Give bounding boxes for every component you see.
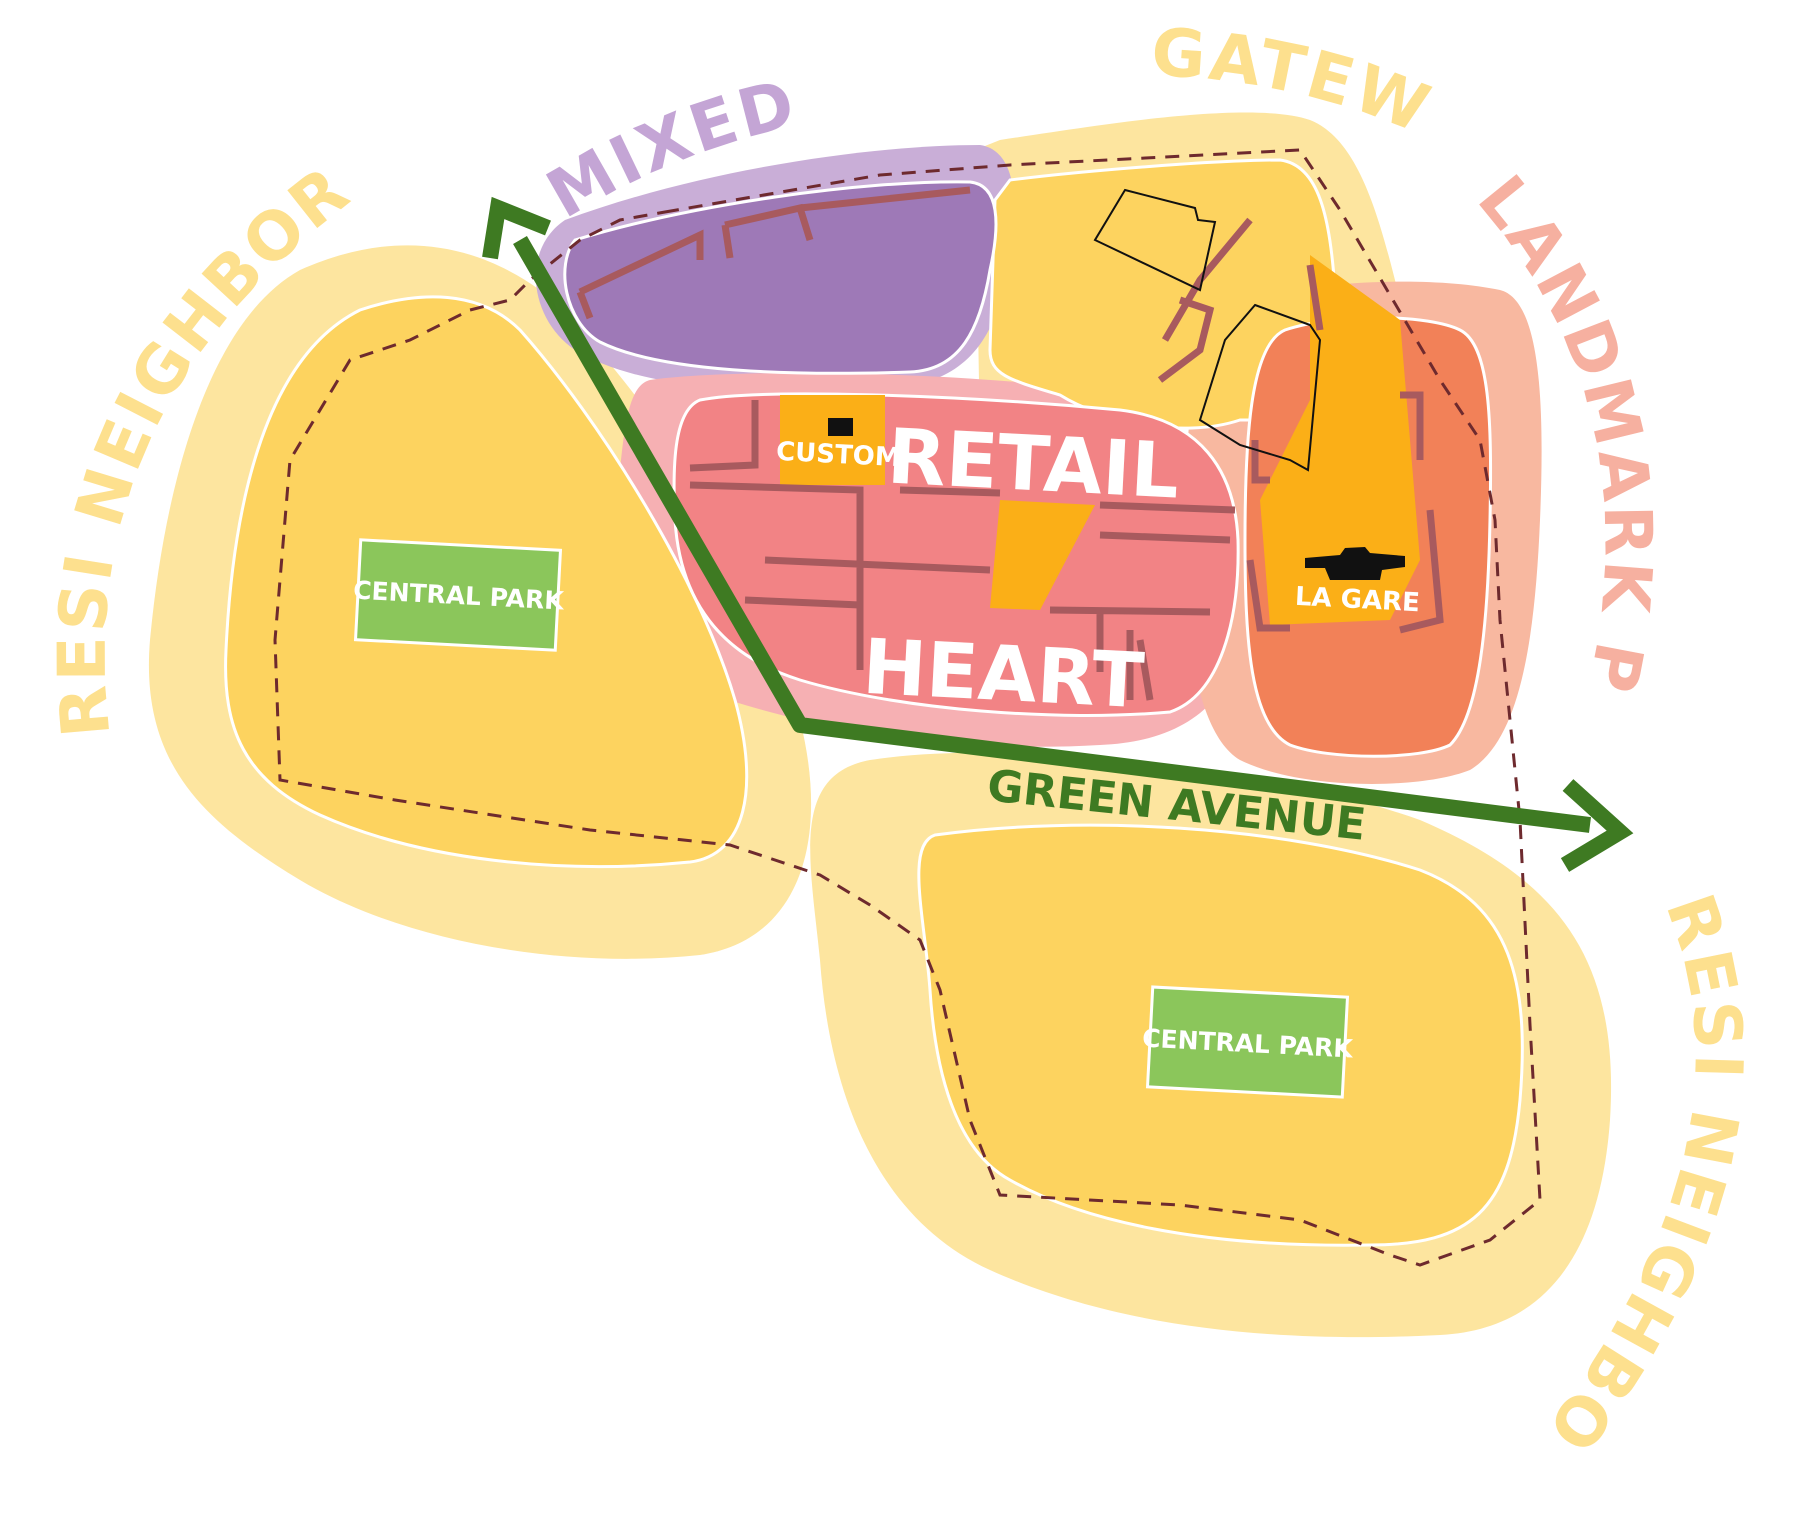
arrowhead-north-icon [482, 196, 551, 260]
parks: CENTRAL PARK CENTRAL PARK [353, 538, 1355, 1099]
heart-label: HEART [861, 622, 1147, 726]
la-gare-label: LA GARE [1294, 582, 1420, 619]
central-park-left: CENTRAL PARK [353, 538, 566, 652]
green-avenue-arrow [482, 196, 1634, 872]
mixed-use-core [563, 180, 998, 375]
plan-boundary [273, 148, 1542, 1267]
heart-plaza [990, 500, 1095, 610]
central-park-right: CENTRAL PARK [1142, 985, 1355, 1099]
building-outline-2 [1198, 303, 1322, 472]
green-avenue-line [513, 236, 1592, 833]
building-outline-1 [1093, 188, 1217, 292]
building-outlines [1093, 188, 1322, 472]
custom-plaza [780, 395, 885, 485]
arrowhead-east-icon [1560, 779, 1634, 872]
la-gare-plaza [1260, 255, 1420, 625]
la-gare-building-icon [1305, 547, 1405, 580]
custom-building-icon [828, 418, 853, 436]
streets [576, 186, 1444, 701]
custom-label: CUSTOM [775, 437, 901, 473]
retail-label: RETAIL [885, 411, 1181, 515]
hot-spots [780, 255, 1420, 625]
